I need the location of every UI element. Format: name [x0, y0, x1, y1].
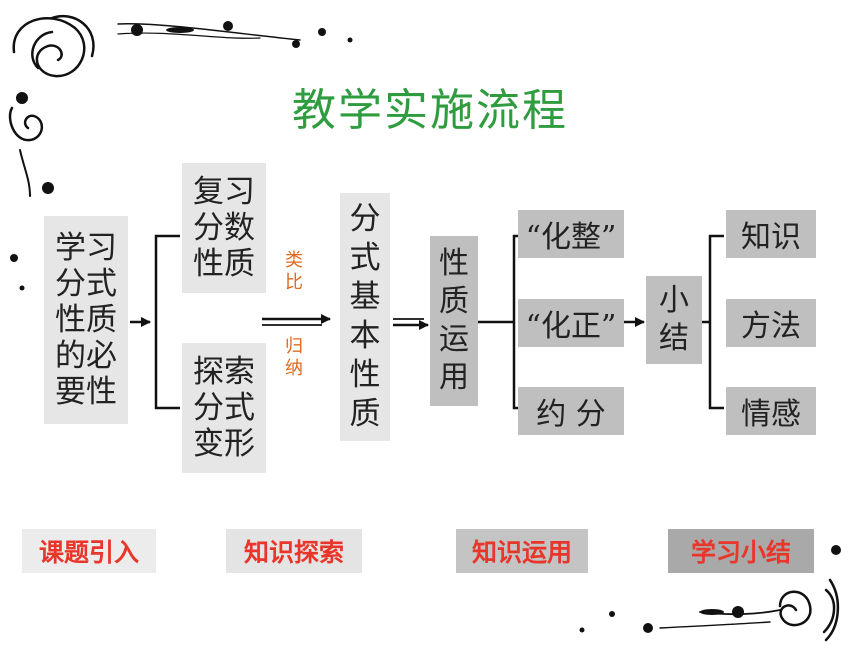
- stage-explore: 知识探索: [226, 529, 362, 573]
- intro-line: 性质: [55, 302, 117, 338]
- basic-char: 质: [349, 396, 381, 432]
- summary-item-emotion: 情感: [726, 387, 816, 435]
- method-analogy: 类 比: [285, 250, 303, 294]
- apply-char: 质: [439, 284, 469, 319]
- intro-line: 学习: [55, 230, 117, 266]
- review-line: 性质: [193, 246, 255, 282]
- method-char: 纳: [285, 358, 303, 379]
- corner-dots-top-left: [10, 21, 353, 291]
- bracket-explore: [154, 234, 180, 410]
- intro-line: 分式: [55, 266, 117, 302]
- method-char: 类: [285, 250, 303, 271]
- basic-char: 基: [349, 279, 381, 315]
- basic-property-box: 分 式 基 本 性 质: [340, 193, 390, 441]
- summary-item-knowledge: 知识: [726, 210, 816, 258]
- apply-char: 用: [439, 360, 469, 395]
- basic-char: 式: [349, 240, 381, 276]
- method-induction: 归 纳: [285, 336, 303, 380]
- apply-item-huazheng2: “化正”: [518, 299, 624, 347]
- page-title: 教学实施流程: [292, 85, 568, 136]
- stage-summary: 学习小结: [668, 529, 814, 573]
- explore-box: 探索 分式 变形: [182, 343, 266, 473]
- basic-char: 本: [349, 318, 381, 354]
- intro-line: 的必: [55, 338, 117, 374]
- summary-box: 小 结: [646, 276, 702, 364]
- apply-box: 性 质 运 用: [430, 236, 478, 406]
- intro-line: 要性: [55, 374, 117, 410]
- summary-char: 小: [659, 283, 689, 318]
- method-char: 比: [285, 272, 303, 293]
- explore-line: 探索: [193, 354, 255, 390]
- explore-line: 分式: [193, 390, 255, 426]
- bracket-summary: [708, 234, 724, 410]
- review-line: 复习: [193, 174, 255, 210]
- method-char: 归: [285, 336, 303, 357]
- apply-char: 性: [439, 246, 469, 281]
- stage-intro: 课题引入: [22, 529, 156, 573]
- basic-char: 分: [349, 201, 381, 237]
- review-box: 复习 分数 性质: [182, 163, 266, 293]
- summary-char: 结: [659, 321, 689, 356]
- corner-dots-bottom-right: [579, 545, 841, 633]
- basic-char: 性: [349, 357, 381, 393]
- stage-apply: 知识运用: [456, 529, 588, 573]
- summary-item-method: 方法: [726, 299, 816, 347]
- apply-char: 运: [439, 322, 469, 357]
- apply-item-yuefen: 约 分: [518, 387, 624, 435]
- apply-item-huazheng: “化整”: [518, 210, 624, 258]
- explore-line: 变形: [193, 426, 255, 462]
- review-line: 分数: [193, 210, 255, 246]
- intro-box: 学习 分式 性质 的必 要性: [44, 216, 128, 424]
